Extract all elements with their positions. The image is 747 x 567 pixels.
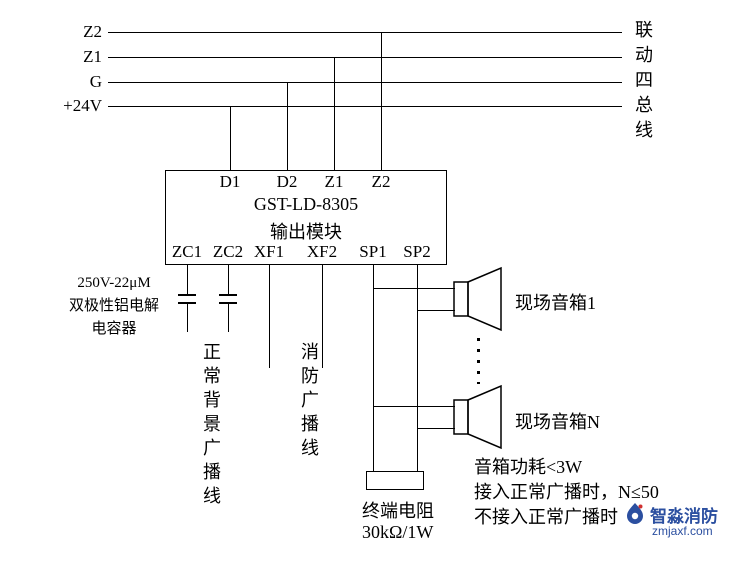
module-box [165, 170, 447, 265]
note-without-broadcast: 不接入正常广播时 [474, 507, 618, 527]
watermark-brand: 智淼消防 [650, 507, 718, 526]
bus-group-label: 联动四总线 [633, 20, 653, 145]
bus-label-24v: +24V [63, 96, 102, 115]
speakerN-label: 现场音箱N [515, 412, 600, 432]
wire-z1 [334, 57, 335, 170]
wire-speaker1-upper [373, 288, 455, 289]
terminal-resistor-value: 30kΩ/1W [362, 522, 434, 542]
wire-zc2-lower [228, 304, 229, 332]
bus-line-g [108, 82, 622, 83]
wire-xf1 [269, 265, 270, 368]
note-with-broadcast: 接入正常广播时，N≤50 [474, 482, 659, 502]
capacitor-plate [178, 294, 196, 296]
capacitor-plate [178, 302, 196, 304]
capacitor-note-line1: 250V-22μM [77, 275, 151, 291]
wire-speakerN-lower [417, 428, 455, 429]
terminal-xf1: XF1 [253, 242, 285, 261]
watermark-site: zmjaxf.com [652, 524, 713, 538]
terminal-zc1: ZC1 [171, 242, 203, 261]
speaker-icon [453, 384, 502, 450]
wire-d2 [287, 82, 288, 170]
bus-line-z2 [108, 32, 622, 33]
normal-broadcast-line-label: 正常背景广播线 [201, 342, 221, 510]
bus-line-z1 [108, 57, 622, 58]
wire-zc1-upper [187, 265, 188, 294]
watermark: 智淼消防 zmjaxf.com [624, 502, 744, 546]
terminal-resistor-label: 终端电阻 [362, 501, 434, 521]
capacitor-plate [219, 294, 237, 296]
bus-label-z2: Z2 [83, 22, 102, 41]
bus-line-24v [108, 106, 622, 107]
wire-speaker1-lower [417, 310, 455, 311]
terminal-zc2: ZC2 [212, 242, 244, 261]
wire-d1 [230, 106, 231, 170]
wire-zc2-upper [228, 265, 229, 294]
terminal-d1: D1 [219, 172, 241, 191]
terminal-xf2: XF2 [306, 242, 338, 261]
terminal-z2: Z2 [371, 172, 391, 191]
wire-sp1 [373, 265, 374, 471]
capacitor-note: 250V-22μM 双极性铝电解 电容器 [58, 272, 170, 341]
note-power: 音箱功耗<3W [474, 457, 583, 477]
wire-sp2 [417, 265, 418, 471]
module-subtitle: 输出模块 [270, 222, 342, 242]
capacitor-plate [219, 302, 237, 304]
terminal-z1: Z1 [324, 172, 344, 191]
speaker1-label: 现场音箱1 [515, 293, 596, 313]
fire-broadcast-line-label: 消防广播线 [299, 342, 319, 462]
ellipsis-dots [477, 338, 480, 384]
bus-label-z1: Z1 [83, 47, 102, 66]
terminal-d2: D2 [276, 172, 298, 191]
bus-label-g: G [89, 72, 102, 91]
wire-z2 [381, 32, 382, 170]
watermark-logo-icon [627, 503, 643, 524]
capacitor-note-line2: 双极性铝电解 [68, 298, 159, 314]
wire-zc1-lower [187, 304, 188, 332]
terminal-sp1: SP1 [359, 242, 387, 261]
wire-xf2 [322, 265, 323, 368]
speaker-icon [453, 266, 502, 332]
wire-speakerN-upper [373, 406, 455, 407]
terminal-sp2: SP2 [403, 242, 431, 261]
terminal-resistor-symbol [366, 471, 424, 490]
module-title: GST-LD-8305 [253, 194, 359, 214]
capacitor-note-line3: 电容器 [91, 321, 137, 337]
